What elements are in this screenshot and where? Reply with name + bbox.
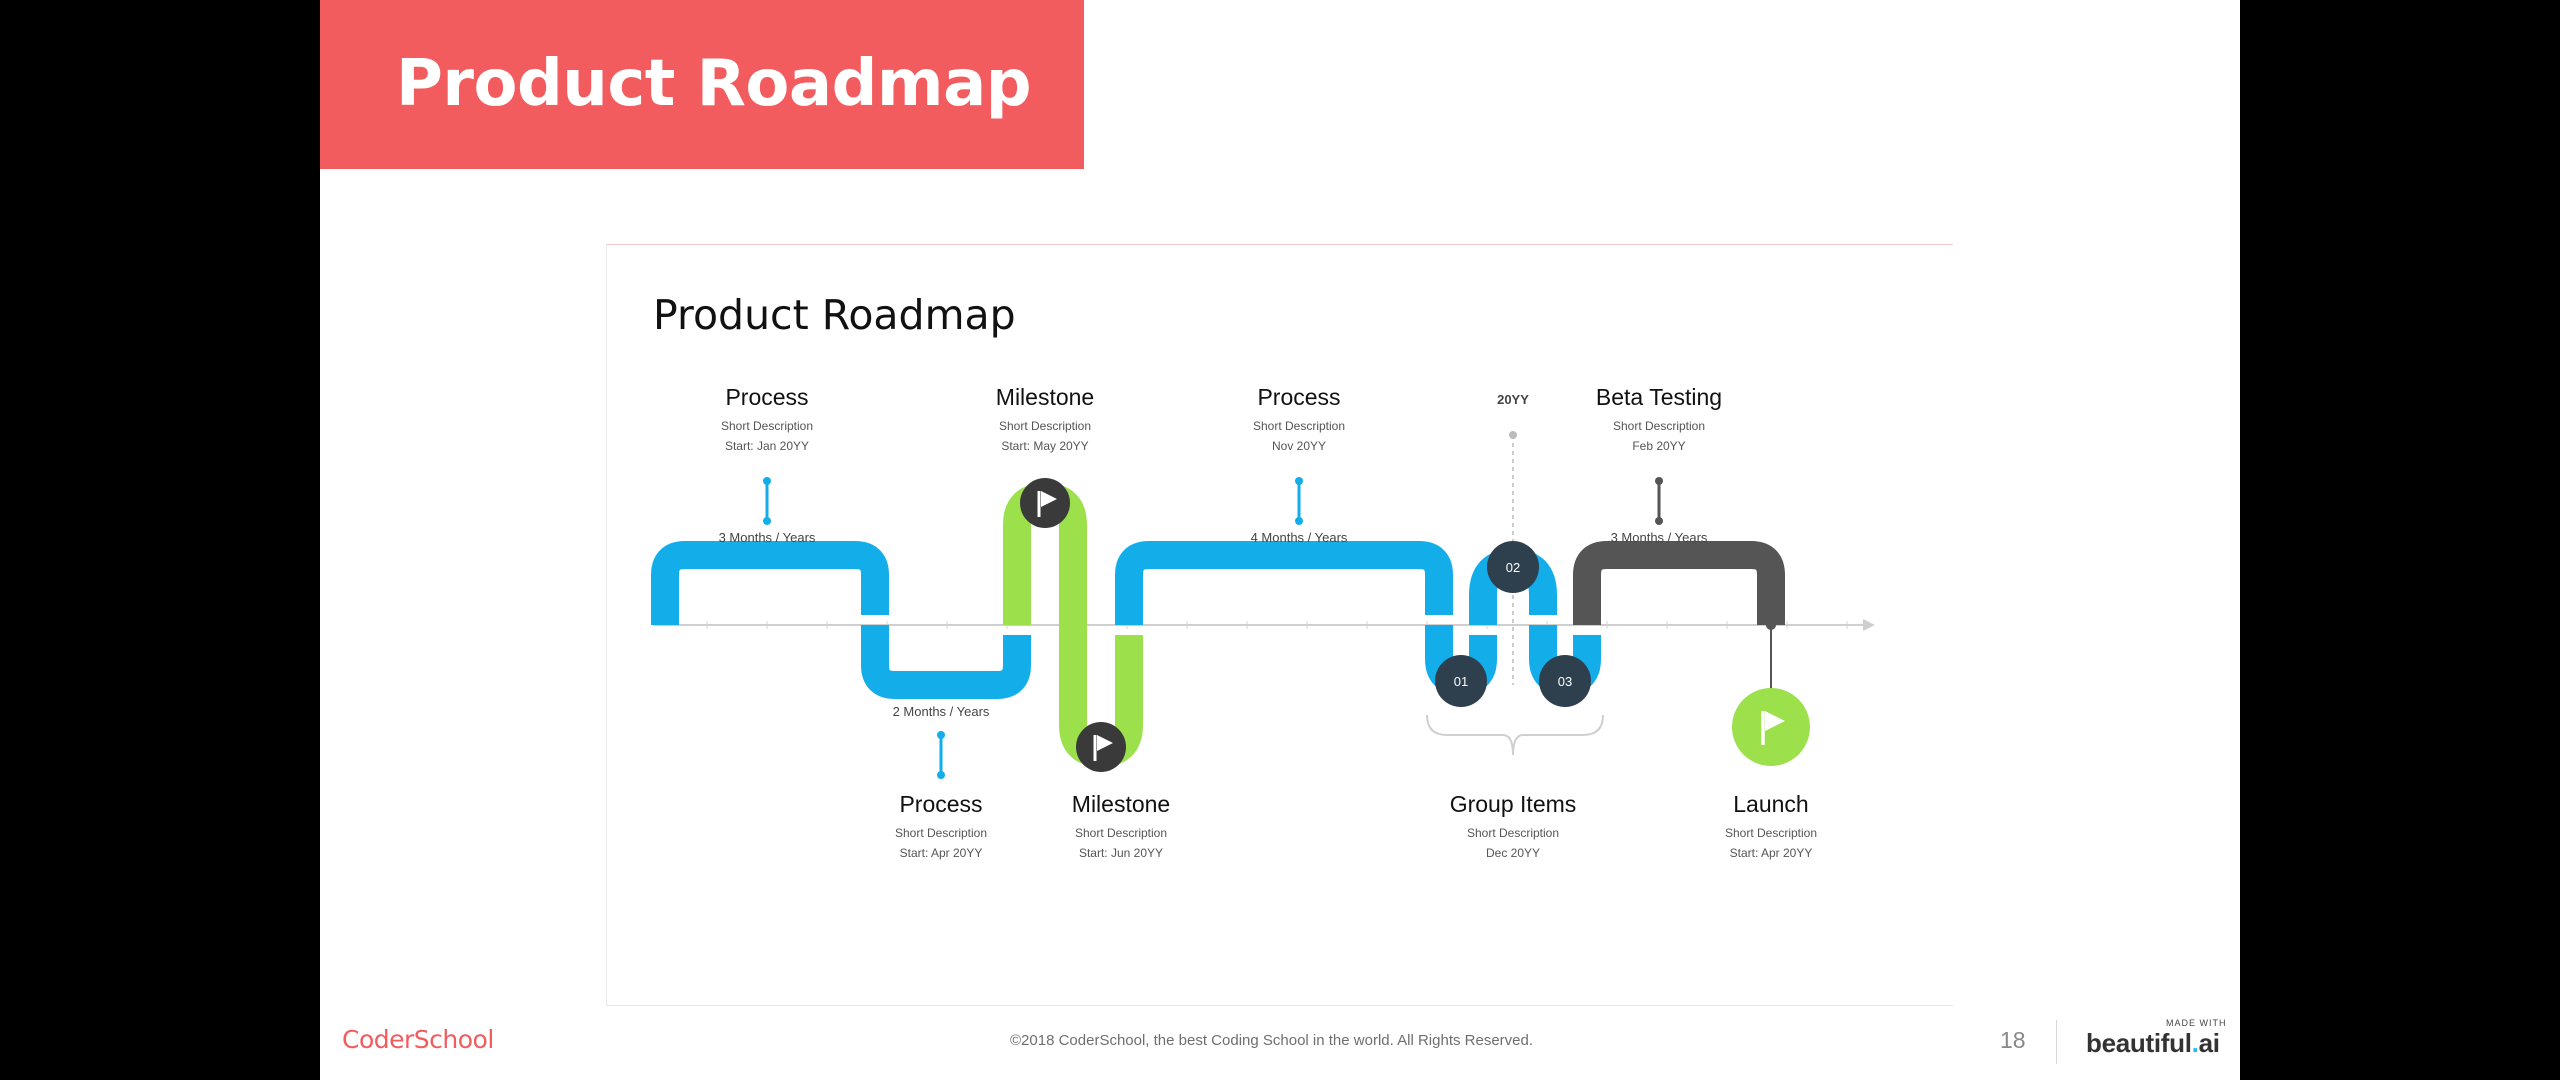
- svg-text:Short Description: Short Description: [1725, 826, 1817, 840]
- svg-text:Start: Apr 20YY: Start: Apr 20YY: [900, 846, 983, 860]
- svg-text:Process: Process: [899, 791, 982, 817]
- svg-text:Short Description: Short Description: [1075, 826, 1167, 840]
- made-with-label: MADE WITH: [2166, 1018, 2227, 1028]
- group-node-01: 01: [1435, 655, 1487, 707]
- svg-text:02: 02: [1506, 560, 1520, 575]
- slide: Product Roadmap Product Roadmap: [320, 0, 2240, 1080]
- footer-copyright: ©2018 CoderSchool, the best Coding Schoo…: [1010, 1032, 1534, 1049]
- label-process-3: Process Short Description Nov 20YY: [1253, 384, 1345, 453]
- roadmap-diagram: Product Roadmap: [651, 291, 1875, 860]
- beautiful-ai-logo: beautiful.ai: [2086, 1028, 2220, 1059]
- svg-text:Dec 20YY: Dec 20YY: [1486, 846, 1540, 860]
- svg-text:Milestone: Milestone: [996, 384, 1094, 410]
- svg-text:03: 03: [1558, 674, 1572, 689]
- pin-process-2: [937, 731, 945, 779]
- svg-text:Process: Process: [725, 384, 808, 410]
- svg-text:01: 01: [1454, 674, 1468, 689]
- svg-text:Start: May 20YY: Start: May 20YY: [1001, 439, 1088, 453]
- beautiful-ai-logo-suffix: ai: [2198, 1028, 2220, 1058]
- duration-process-2: 2 Months / Years: [893, 704, 990, 719]
- svg-text:Short Description: Short Description: [1467, 826, 1559, 840]
- svg-text:Process: Process: [1257, 384, 1340, 410]
- roadmap-title: Product Roadmap: [653, 291, 1016, 339]
- label-launch: Launch Short Description Start: Apr 20YY: [1725, 791, 1817, 860]
- svg-text:Short Description: Short Description: [999, 419, 1091, 433]
- beautiful-ai-logo-text: beautiful: [2086, 1028, 2192, 1058]
- title-banner: Product Roadmap: [320, 0, 1084, 169]
- svg-text:Start: Jun 20YY: Start: Jun 20YY: [1079, 846, 1163, 860]
- label-milestone-2: Milestone Short Description Start: Jun 2…: [1072, 791, 1170, 860]
- segment-process-1: [651, 541, 889, 625]
- slide-title: Product Roadmap: [396, 47, 1032, 121]
- pin-process-3: [1295, 477, 1303, 525]
- svg-text:Start: Jan 20YY: Start: Jan 20YY: [725, 439, 809, 453]
- pin-process-1: [763, 477, 771, 525]
- label-process-1: Process Short Description Start: Jan 20Y…: [721, 384, 813, 453]
- year-marker-dot: [1509, 431, 1517, 439]
- duration-process-1: 3 Months / Years: [719, 530, 816, 545]
- duration-beta-testing: 3 Months / Years: [1611, 530, 1708, 545]
- segment-process-3: [1115, 541, 1453, 625]
- milestone-1-flag-icon: [1020, 478, 1070, 528]
- svg-text:Group Items: Group Items: [1450, 791, 1577, 817]
- group-node-02: 02: [1487, 541, 1539, 593]
- roadmap-embedded-image: Product Roadmap: [606, 244, 1953, 1006]
- label-process-2: Process Short Description Start: Apr 20Y…: [895, 791, 987, 860]
- axis-arrow-icon: [1863, 619, 1875, 631]
- svg-text:Milestone: Milestone: [1072, 791, 1170, 817]
- svg-text:Short Description: Short Description: [1613, 419, 1705, 433]
- group-bracket: [1426, 714, 1604, 756]
- launch-flag-icon: [1732, 688, 1810, 766]
- group-node-03: 03: [1539, 655, 1591, 707]
- svg-text:Start: Apr 20YY: Start: Apr 20YY: [1730, 846, 1813, 860]
- label-milestone-1: Milestone Short Description Start: May 2…: [996, 384, 1094, 453]
- coderschool-logo: CoderSchool: [342, 1025, 494, 1054]
- svg-text:Launch: Launch: [1733, 791, 1808, 817]
- svg-text:Feb 20YY: Feb 20YY: [1632, 439, 1685, 453]
- footer-divider: [2056, 1020, 2057, 1064]
- svg-text:Beta Testing: Beta Testing: [1596, 384, 1722, 410]
- label-beta-testing: Beta Testing Short Description Feb 20YY: [1596, 384, 1722, 453]
- segment-process-2: [861, 625, 1031, 699]
- segment-beta-testing: [1573, 541, 1785, 625]
- svg-text:Nov 20YY: Nov 20YY: [1272, 439, 1326, 453]
- svg-text:Short Description: Short Description: [721, 419, 813, 433]
- duration-process-3: 4 Months / Years: [1251, 530, 1348, 545]
- label-group-items: Group Items Short Description Dec 20YY: [1450, 791, 1577, 860]
- year-marker-label: 20YY: [1497, 392, 1529, 407]
- beautiful-ai-logo-dot: .: [2191, 1028, 2199, 1058]
- pin-beta-testing: [1655, 477, 1663, 525]
- launch-anchor-dot: [1766, 620, 1776, 630]
- svg-text:Short Description: Short Description: [895, 826, 987, 840]
- svg-text:Short Description: Short Description: [1253, 419, 1345, 433]
- page-number: 18: [2000, 1027, 2026, 1053]
- milestone-2-flag-icon: [1076, 722, 1126, 772]
